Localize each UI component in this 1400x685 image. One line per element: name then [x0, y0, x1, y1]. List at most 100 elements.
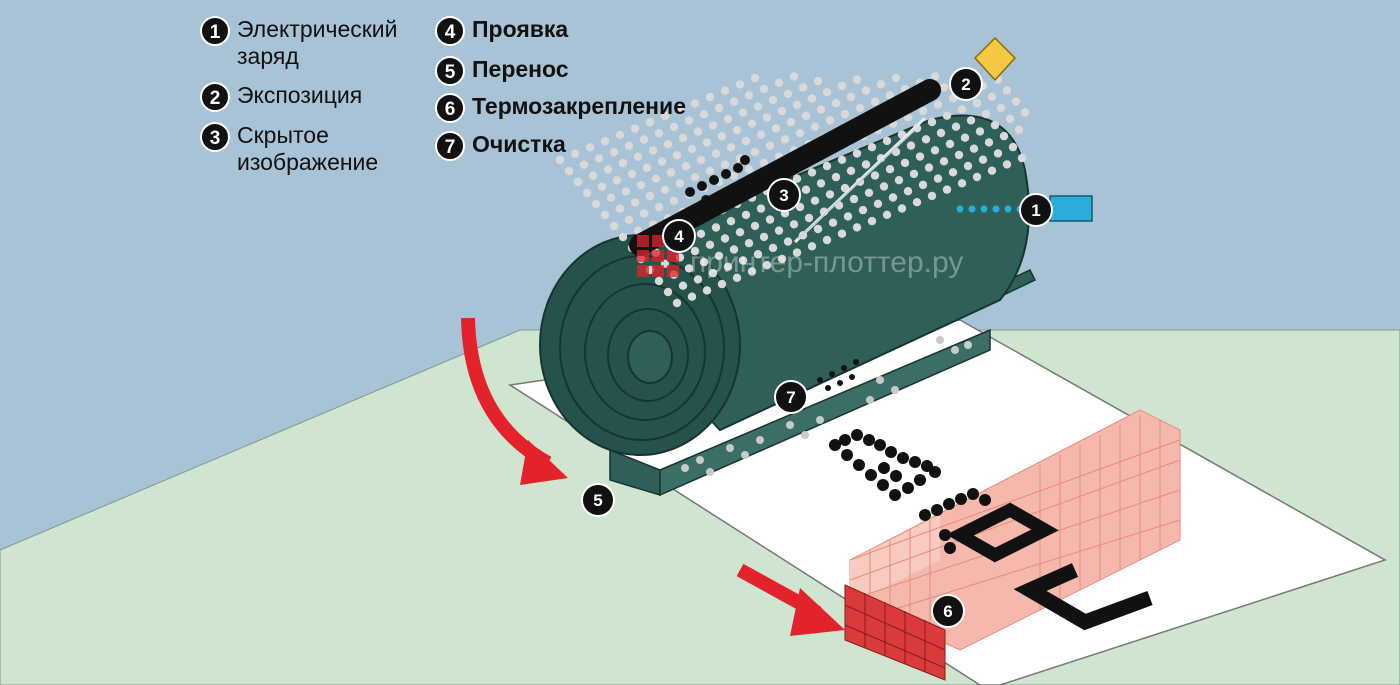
- charge-dot: [693, 275, 703, 284]
- charge-dot: [810, 196, 820, 205]
- charge-dot: [621, 187, 631, 196]
- charge-dot: [879, 182, 889, 191]
- charge-dot: [756, 130, 766, 139]
- charge-dot: [822, 161, 832, 171]
- legend-badge-4: 4: [435, 16, 465, 46]
- charge-dot: [1011, 97, 1021, 106]
- charge-dot: [729, 171, 739, 180]
- charge-dot: [597, 182, 607, 191]
- charge-dot: [972, 98, 982, 108]
- legend-item-7: 7 Очистка: [435, 131, 566, 161]
- charge-dot: [885, 165, 895, 174]
- callout-5-label: 5: [593, 491, 602, 510]
- charge-dot: [1002, 160, 1012, 169]
- charge-dot: [777, 106, 787, 116]
- charge-dot: [759, 232, 769, 242]
- charge-dot: [651, 174, 661, 183]
- charge-dot: [702, 138, 712, 147]
- charge-dot: [891, 73, 901, 83]
- charge-dot: [639, 209, 649, 218]
- charge-dot: [792, 100, 802, 110]
- charge-dot: [807, 94, 817, 103]
- charge-dot: [729, 97, 739, 106]
- charge-dot: [744, 91, 754, 100]
- charge-dot: [699, 257, 709, 267]
- callout-6: 6: [931, 594, 965, 628]
- charge-dot: [765, 215, 775, 224]
- charge-dot: [837, 81, 847, 91]
- charge-dot: [933, 174, 943, 183]
- charge-dot: [828, 218, 838, 227]
- charge-dot: [615, 204, 625, 213]
- callout-4-label: 4: [674, 227, 684, 246]
- charge-dot: [861, 86, 871, 95]
- legend-badge-7: 7: [435, 131, 465, 161]
- charge-dot: [738, 256, 748, 265]
- charge-dot: [609, 147, 619, 157]
- charge-dot: [783, 89, 793, 99]
- charge-dot: [795, 202, 805, 212]
- charge-dot: [921, 135, 931, 144]
- charge-dot: [639, 135, 649, 144]
- charge-dot: [603, 165, 613, 174]
- legend-item-6: 6 Термозакрепление: [435, 93, 686, 123]
- charge-dot: [555, 155, 565, 165]
- charge-dot: [744, 239, 754, 248]
- charge-dot: [708, 268, 718, 278]
- callout-7-label: 7: [786, 388, 795, 407]
- charge-dot: [987, 92, 997, 102]
- charge-dot: [591, 199, 601, 209]
- charge-dot: [822, 88, 832, 97]
- legend-badge-2: 2: [200, 82, 230, 112]
- legend-badge-5: 5: [435, 56, 465, 86]
- charge-dot: [573, 177, 583, 187]
- charge-dot: [690, 173, 700, 182]
- charge-dot: [624, 141, 634, 150]
- charge-dot: [852, 223, 862, 232]
- charge-dot: [843, 212, 853, 221]
- charge-dot: [789, 220, 799, 229]
- charge-dot: [789, 72, 799, 81]
- charge-dot: [957, 105, 967, 114]
- photoconductor-drum: [539, 114, 1031, 456]
- charge-dot: [666, 168, 676, 177]
- residual-toner-dots: [681, 336, 972, 476]
- charge-dot: [669, 196, 679, 205]
- letter-c: [1013, 563, 1153, 631]
- charge-dot: [831, 172, 841, 182]
- charge-dot: [939, 83, 949, 92]
- letter-a: [829, 429, 941, 501]
- charge-dot: [696, 155, 706, 165]
- charge-dot: [768, 95, 778, 105]
- charge-dot: [885, 91, 895, 100]
- charge-dot: [750, 221, 760, 231]
- charge-dot: [801, 185, 811, 194]
- callout-4: 4: [662, 219, 696, 253]
- charge-dot: [747, 119, 757, 128]
- charge-dot: [600, 136, 610, 146]
- charge-dot: [1005, 114, 1015, 124]
- charge-dot: [768, 243, 778, 253]
- charge-dot: [840, 110, 850, 119]
- charge-dot: [723, 114, 733, 124]
- callout-6-label: 6: [943, 602, 952, 621]
- charge-dot: [918, 106, 928, 116]
- charge-dot: [753, 250, 763, 259]
- charge-dot: [675, 179, 685, 188]
- charge-dot: [996, 103, 1006, 113]
- charge-dot: [792, 174, 802, 183]
- charge-dot: [711, 149, 721, 158]
- charge-dot: [942, 185, 952, 194]
- charge-dot: [825, 116, 835, 125]
- charge-dot: [1017, 153, 1027, 163]
- charge-dot: [678, 281, 688, 290]
- legend-badge-1: 1: [200, 16, 230, 46]
- charge-dot: [918, 180, 928, 190]
- charge-dot: [906, 141, 916, 150]
- charge-dot: [690, 99, 700, 108]
- charge-dot: [726, 143, 736, 152]
- charge-dot: [927, 117, 937, 127]
- charge-dot: [702, 286, 712, 295]
- legend-item-4: 4 Проявка: [435, 16, 568, 46]
